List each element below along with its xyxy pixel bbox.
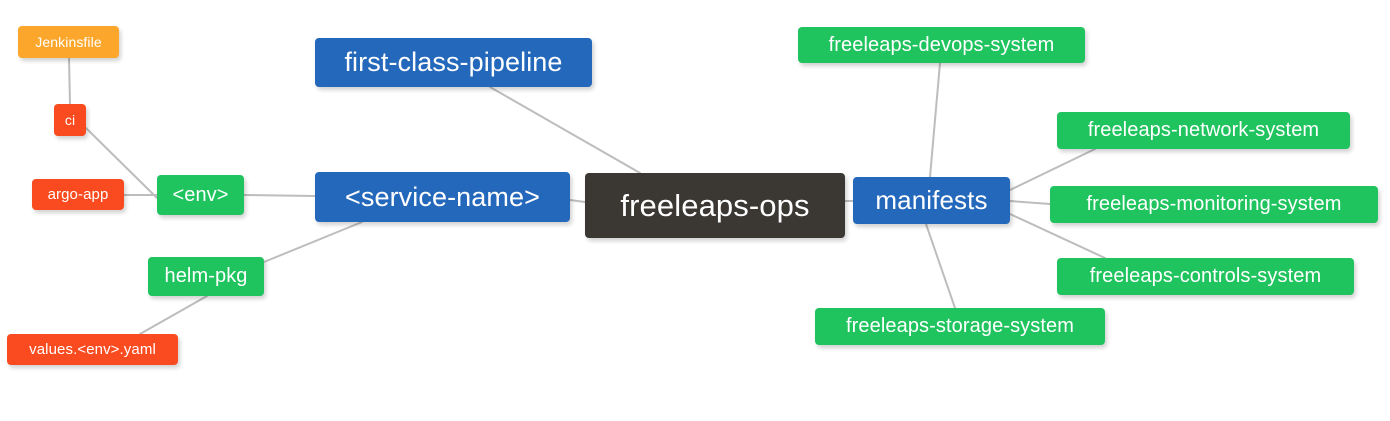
node-argo-app[interactable]: argo-app — [32, 179, 124, 210]
edge-manifests-to-monitoring-system — [1009, 200, 1051, 205]
edge-manifests-to-storage-system — [925, 223, 956, 309]
edge-first-class-pipeline-to-freeleaps-ops — [489, 86, 641, 174]
node-manifests[interactable]: manifests — [853, 177, 1010, 224]
edge-service-name-to-freeleaps-ops — [569, 199, 586, 203]
node-devops-system[interactable]: freeleaps-devops-system — [798, 27, 1085, 63]
node-jenkinsfile[interactable]: Jenkinsfile — [18, 26, 119, 58]
node-env[interactable]: <env> — [157, 175, 244, 215]
edge-manifests-to-network-system — [1009, 148, 1096, 191]
node-helm-pkg[interactable]: helm-pkg — [148, 257, 264, 296]
edge-env-to-service-name — [243, 194, 316, 197]
node-storage-system[interactable]: freeleaps-storage-system — [815, 308, 1105, 345]
edge-jenkinsfile-to-ci — [68, 57, 71, 105]
node-ci[interactable]: ci — [54, 104, 86, 136]
node-freeleaps-ops[interactable]: freeleaps-ops — [585, 173, 845, 238]
node-first-class-pipeline[interactable]: first-class-pipeline — [315, 38, 592, 87]
node-values-yaml[interactable]: values.<env>.yaml — [7, 334, 178, 365]
node-service-name[interactable]: <service-name> — [315, 172, 570, 222]
edge-values-yaml-to-helm-pkg — [139, 295, 208, 335]
node-network-system[interactable]: freeleaps-network-system — [1057, 112, 1350, 149]
edge-helm-pkg-to-service-name — [263, 221, 363, 263]
edge-manifests-to-devops-system — [929, 62, 941, 178]
node-controls-system[interactable]: freeleaps-controls-system — [1057, 258, 1354, 295]
node-monitoring-system[interactable]: freeleaps-monitoring-system — [1050, 186, 1378, 223]
